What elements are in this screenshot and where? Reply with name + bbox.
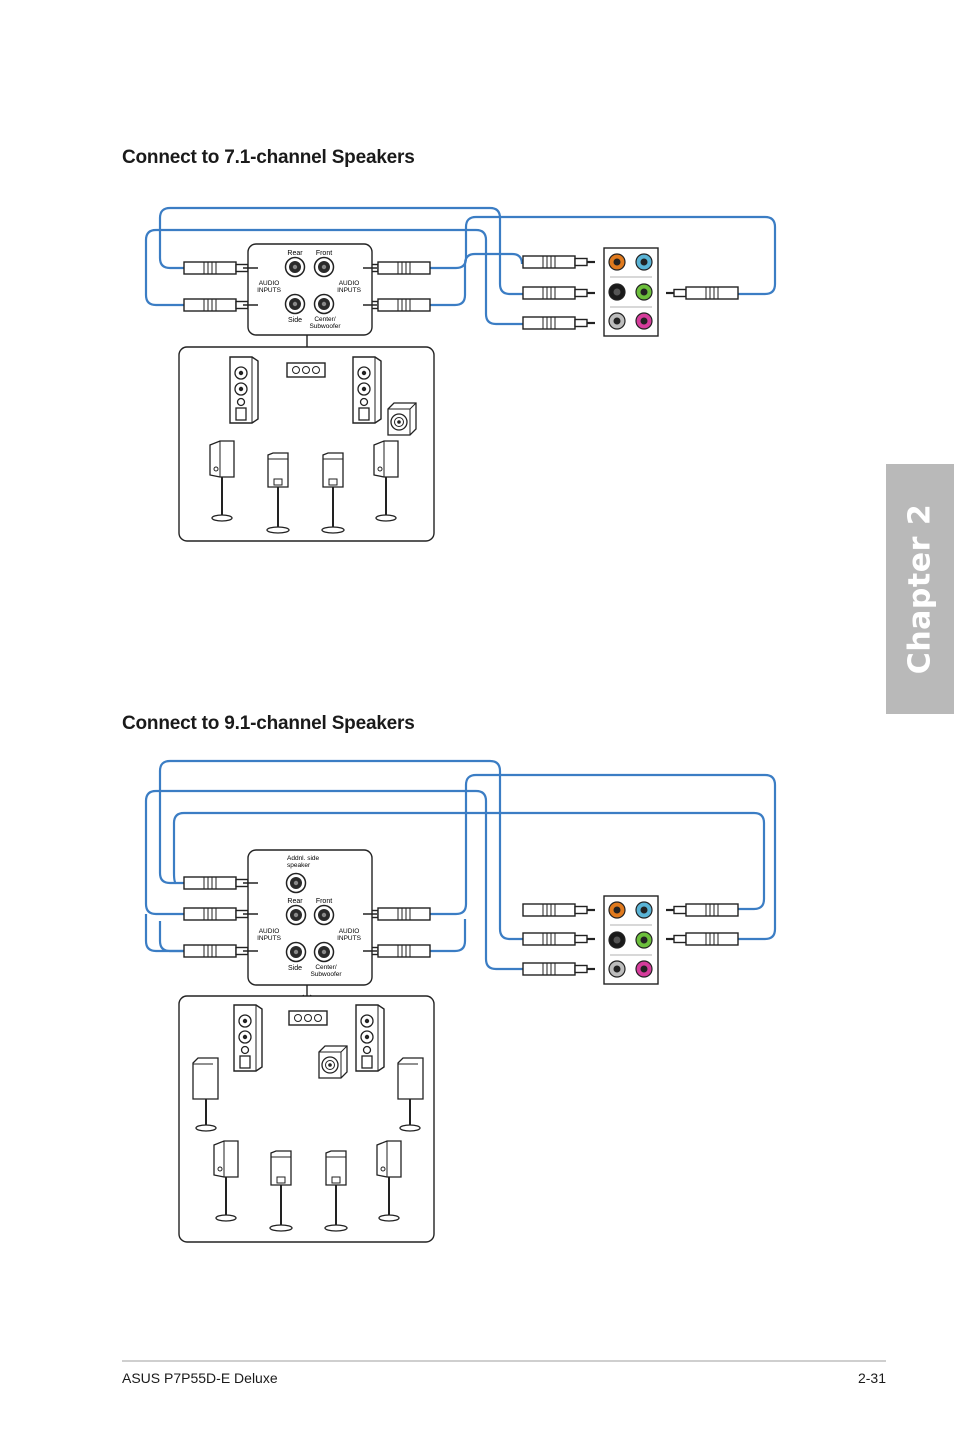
jack-side <box>284 293 306 315</box>
svg-text:INPUTS: INPUTS <box>257 287 282 294</box>
diagram-9-1-channel: Addnl. side speaker Rear Front AUDIO INP… <box>144 759 777 1243</box>
label-side: Side <box>288 317 302 324</box>
plug-mb-4 <box>664 902 740 918</box>
speaker-arrangement-box <box>178 995 435 1243</box>
subwoofer <box>387 402 417 436</box>
diagram-7-1-channel: Rear Front AUDIO INPUTS AUDIO INPUTS Sid… <box>144 206 777 542</box>
svg-text:INPUTS: INPUTS <box>337 287 362 294</box>
label-audio-inputs-right: AUDIO <box>339 280 360 287</box>
svg-text:INPUTS: INPUTS <box>337 935 362 942</box>
speaker-input-panel <box>247 849 373 986</box>
label-addnl-side: Addnl. side <box>287 855 320 862</box>
jack-rear <box>285 904 307 926</box>
front-left-speaker <box>229 356 259 424</box>
front-right-speaker <box>352 356 382 424</box>
addnl-side-right-speaker <box>397 1057 424 1132</box>
plug-mb-4 <box>664 285 740 301</box>
plug-mb-2 <box>521 285 597 301</box>
cable-group <box>144 206 777 326</box>
label-side: Side <box>288 965 302 972</box>
chapter-tab: Chapter 2 <box>886 464 954 714</box>
jack-center <box>313 941 335 963</box>
cable-group <box>144 759 777 971</box>
plug-mb-2 <box>521 931 597 947</box>
label-audio-inputs-left: AUDIO <box>259 928 280 935</box>
footer-page-number: 2-31 <box>857 1370 886 1386</box>
mb-jacks-91 <box>608 901 653 978</box>
addnl-side-left-speaker <box>192 1057 219 1132</box>
svg-text:speaker: speaker <box>287 862 311 869</box>
label-audio-inputs-left: AUDIO <box>259 280 280 287</box>
svg-text:Subwoofer: Subwoofer <box>309 323 341 330</box>
label-front: Front <box>316 898 332 905</box>
jack-side <box>285 941 307 963</box>
label-rear: Rear <box>287 898 303 905</box>
jack-addnl-side <box>285 872 307 894</box>
footer-product-name: ASUS P7P55D-E Deluxe <box>122 1370 278 1386</box>
section-title-7-1-channel: Connect to 7.1-channel Speakers <box>122 147 415 168</box>
front-left-speaker <box>233 1004 263 1072</box>
mb-jacks-71 <box>608 253 653 330</box>
jack-rear <box>284 256 306 278</box>
label-rear: Rear <box>287 250 303 257</box>
label-audio-inputs-right: AUDIO <box>339 928 360 935</box>
svg-text:Subwoofer: Subwoofer <box>310 971 342 978</box>
label-front: Front <box>316 250 332 257</box>
footer-divider <box>122 1360 886 1362</box>
center-speaker <box>288 1010 328 1026</box>
section-title-9-1-channel: Connect to 9.1-channel Speakers <box>122 713 415 734</box>
center-speaker <box>286 362 326 378</box>
plug-mb-5 <box>664 931 740 947</box>
plug-mb-1 <box>521 254 597 270</box>
jack-front <box>313 904 335 926</box>
plug-mb-3 <box>521 315 597 331</box>
speaker-input-panel <box>247 243 373 336</box>
chapter-tab-label: Chapter 2 <box>902 503 938 675</box>
front-right-speaker <box>355 1004 385 1072</box>
subwoofer <box>318 1045 348 1079</box>
jack-center <box>313 293 335 315</box>
svg-text:INPUTS: INPUTS <box>257 935 282 942</box>
plug-mb-1 <box>521 902 597 918</box>
label-center: Center/ <box>314 316 336 323</box>
plug-mb-3 <box>521 961 597 977</box>
jack-front <box>313 256 335 278</box>
label-center: Center/ <box>315 964 337 971</box>
